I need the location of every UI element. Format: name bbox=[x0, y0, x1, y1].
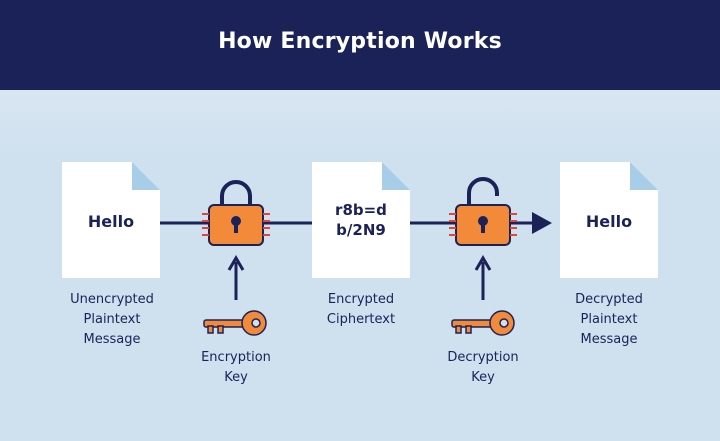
plaintext-document: Hello bbox=[62, 162, 160, 278]
caption-decryption-key: Decryption Key bbox=[408, 348, 558, 388]
arrow-icon bbox=[532, 212, 552, 234]
ciphertext-content: r8b=d b/2N9 bbox=[312, 200, 410, 240]
caption-line: Message bbox=[580, 332, 638, 347]
caption-line: Key bbox=[224, 370, 248, 385]
header-banner: How Encryption Works bbox=[0, 0, 720, 90]
caption-encrypted: Encrypted Ciphertext bbox=[286, 290, 436, 330]
caption-line: Key bbox=[471, 370, 495, 385]
caption-line: Unencrypted bbox=[70, 292, 154, 307]
caption-line: Decrypted bbox=[575, 292, 643, 307]
caption-line: Decryption bbox=[447, 350, 519, 365]
decrypted-content: Hello bbox=[585, 212, 633, 231]
caption-encryption-key: Encryption Key bbox=[161, 348, 311, 388]
caption-line: Plaintext bbox=[83, 312, 141, 327]
key-arrow-decryption bbox=[474, 255, 492, 300]
background-texture bbox=[0, 90, 720, 160]
ciphertext-line-1: r8b=d bbox=[335, 201, 387, 219]
caption-unencrypted: Unencrypted Plaintext Message bbox=[37, 290, 187, 350]
key-arrow-encryption bbox=[227, 255, 245, 300]
plaintext-content: Hello bbox=[87, 212, 135, 231]
ciphertext-document: r8b=d b/2N9 bbox=[312, 162, 410, 278]
lock-open-icon bbox=[449, 177, 517, 246]
caption-line: Message bbox=[83, 332, 141, 347]
caption-line: Ciphertext bbox=[326, 312, 396, 327]
caption-line: Encrypted bbox=[327, 292, 395, 307]
document-icon bbox=[312, 162, 410, 278]
ciphertext-line-2: b/2N9 bbox=[336, 221, 386, 239]
key-icon bbox=[203, 310, 267, 336]
page-title: How Encryption Works bbox=[218, 29, 502, 54]
document-icon bbox=[560, 162, 658, 278]
caption-line: Plaintext bbox=[580, 312, 638, 327]
caption-decrypted: Decrypted Plaintext Message bbox=[534, 290, 684, 350]
key-icon bbox=[451, 310, 515, 336]
decrypted-document: Hello bbox=[560, 162, 658, 278]
lock-closed-icon bbox=[202, 180, 270, 246]
caption-line: Encryption bbox=[201, 350, 271, 365]
document-icon bbox=[62, 162, 160, 278]
